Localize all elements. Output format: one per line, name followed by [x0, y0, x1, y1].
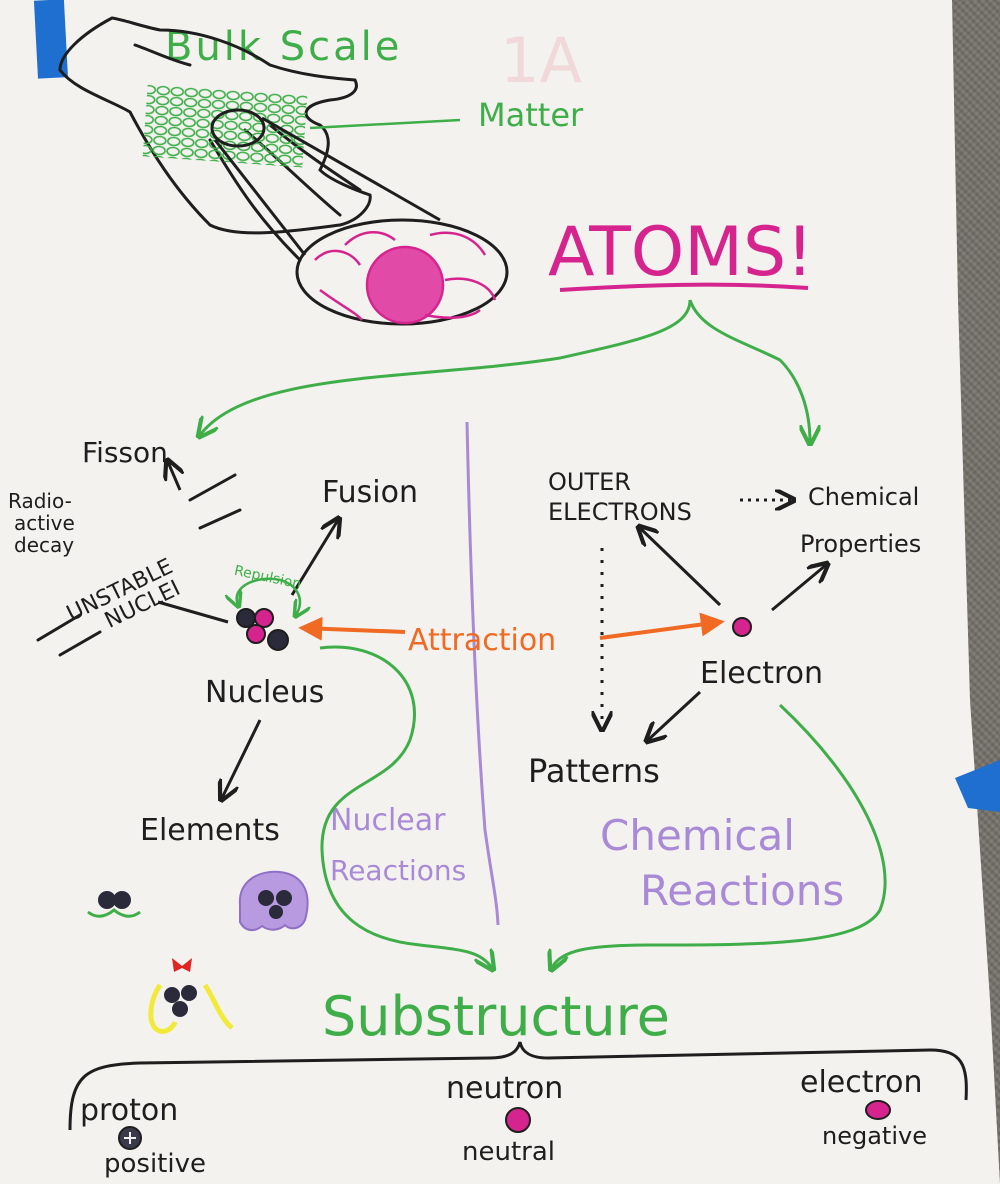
proton-plus	[124, 1132, 136, 1144]
atoms-title: ATOMS!	[548, 213, 813, 292]
unstable-slashes	[36, 473, 242, 657]
bulk-scale-title: Bulk Scale	[165, 24, 402, 70]
attraction-arrow-right	[599, 612, 725, 640]
fusion-label: Fusion	[322, 475, 418, 510]
radio-line-1: Radio-	[8, 489, 72, 513]
matter-label: Matter	[478, 96, 584, 134]
proton-label: proton	[80, 1093, 178, 1128]
chemical-reactions-line-1: Chemical	[600, 811, 795, 860]
chemical-reactions-line-2: Reactions	[640, 866, 844, 915]
magnify-cone	[213, 116, 441, 256]
electron-to-properties-arrow	[771, 565, 826, 612]
cartoon-ghost-character	[238, 870, 309, 932]
nuclear-to-substructure	[319, 645, 492, 968]
nucleus-label: Nucleus	[205, 675, 324, 710]
cartoon-girl-character	[148, 958, 234, 1034]
chemical-to-substructure	[552, 703, 887, 968]
attraction-arrow-left	[298, 616, 406, 641]
elements-label: Elements	[140, 813, 280, 848]
fusion-arrow	[290, 520, 338, 596]
zoomed-atoms	[314, 231, 497, 325]
negative-label: negative	[822, 1122, 927, 1150]
elements-arrow	[222, 719, 262, 798]
electron-bottom-label: electron	[800, 1065, 923, 1100]
tape-top-left	[33, 0, 68, 79]
nuclei-pointer	[157, 600, 229, 624]
neutral-label: neutral	[462, 1137, 555, 1167]
fisson-label: Fisson	[82, 436, 168, 469]
outer-electrons-line-2: ELECTRONS	[548, 498, 692, 526]
nuclear-reactions-line-1: Nuclear	[330, 803, 446, 838]
electron-icon	[865, 1100, 891, 1120]
radio-line-3: decay	[14, 533, 74, 557]
electron-to-outer-arrow	[640, 528, 722, 607]
neutron-icon	[505, 1107, 531, 1133]
chemical-properties-line-2: Properties	[800, 530, 921, 558]
substructure-brace	[68, 1041, 968, 1131]
outer-electrons-line-1: OUTER	[548, 468, 631, 496]
atoms-underline	[559, 282, 809, 292]
positive-label: positive	[104, 1149, 206, 1179]
repulsion-arrow	[237, 577, 300, 615]
chemical-properties-line-1: Chemical	[808, 483, 919, 511]
radio-line-2: active	[14, 511, 75, 535]
fisson-arrow	[168, 462, 180, 491]
nuclear-reactions-line-2: Reactions	[330, 854, 466, 887]
substructure-title: Substructure	[322, 985, 670, 1048]
patterns-label: Patterns	[528, 752, 660, 790]
electron-dot	[732, 617, 752, 637]
electron-to-patterns-arrow	[648, 690, 702, 740]
cartoon-neutron-character	[87, 891, 141, 918]
electron-label: Electron	[700, 656, 823, 691]
atoms-split-arrows	[200, 299, 810, 442]
nucleus-particles	[236, 608, 289, 651]
corner-mark: 1A	[500, 24, 582, 97]
tape-right	[955, 760, 1000, 812]
magnifier-circle	[210, 108, 266, 148]
matter-grid	[142, 84, 308, 168]
matter-pointer	[309, 118, 461, 130]
center-divider	[465, 421, 500, 926]
attraction-label: Attraction	[408, 623, 556, 658]
neutron-label: neutron	[446, 1071, 563, 1106]
